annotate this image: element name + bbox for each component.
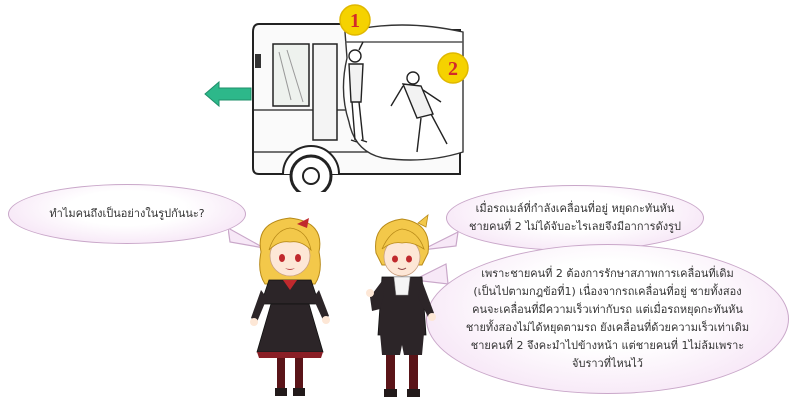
bus-mirror bbox=[255, 54, 261, 68]
question-bubble-tail bbox=[228, 227, 265, 249]
passenger-2-label: 2 bbox=[448, 58, 458, 80]
passenger-2-badge: 2 bbox=[437, 52, 469, 84]
answer-line-6: จับราวที่ไหนไว้ bbox=[572, 357, 643, 370]
answer-line-4: ชายทั้งสองไม่ได้หยุดตามรถ ยังเคลื่อนที่ด… bbox=[465, 321, 750, 334]
passenger-1 bbox=[348, 41, 368, 143]
answer-line-5: ชายคนที่ 2 จึงคะมำไปข้างหน้า แต่ชายคนที่… bbox=[470, 339, 745, 352]
answer-line-3: คนจะเคลื่อนที่มีความเร็วเท่ากับรถ แต่เมื… bbox=[472, 303, 743, 316]
event-bubble: เมื่อรถเมล์ที่กำลังเคลื่อนที่อยู่ หยุดกะ… bbox=[446, 185, 704, 251]
bus-illustration: 1 2 bbox=[204, 4, 469, 192]
event-bubble-tail bbox=[421, 230, 459, 251]
motion-arrow-icon bbox=[204, 80, 252, 108]
question-bubble: ทำไมคนถึงเป็นอย่างในรูปกันนะ? bbox=[8, 184, 246, 244]
event-line-2: ชายคนที่ 2 ไม่ได้จับอะไรเลยจึงมีอาการดัง… bbox=[469, 220, 681, 233]
character-girl-left bbox=[250, 217, 330, 396]
character-boy-right bbox=[366, 214, 436, 397]
answer-line-1: เพราะชายคนที่ 2 ต้องการรักษาสภาพการเคลื่… bbox=[481, 267, 734, 280]
question-text: ทำไมคนถึงเป็นอย่างในรูปกันนะ? bbox=[49, 207, 205, 220]
passenger-1-label: 1 bbox=[350, 10, 360, 32]
event-line-1: เมื่อรถเมล์ที่กำลังเคลื่อนที่อยู่ หยุดกะ… bbox=[475, 202, 675, 215]
answer-bubble: เพราะชายคนที่ 2 ต้องการรักษาสภาพการเคลื่… bbox=[426, 244, 789, 394]
bus-cutaway bbox=[342, 24, 464, 161]
bus-wheel bbox=[282, 145, 340, 192]
bus-front-window bbox=[272, 43, 338, 141]
passenger-2 bbox=[390, 71, 448, 153]
answer-line-2: (เป็นไปตามกฎข้อที่1) เนื่องจากรถเคลื่อนท… bbox=[473, 285, 742, 298]
passenger-1-badge: 1 bbox=[339, 4, 371, 36]
